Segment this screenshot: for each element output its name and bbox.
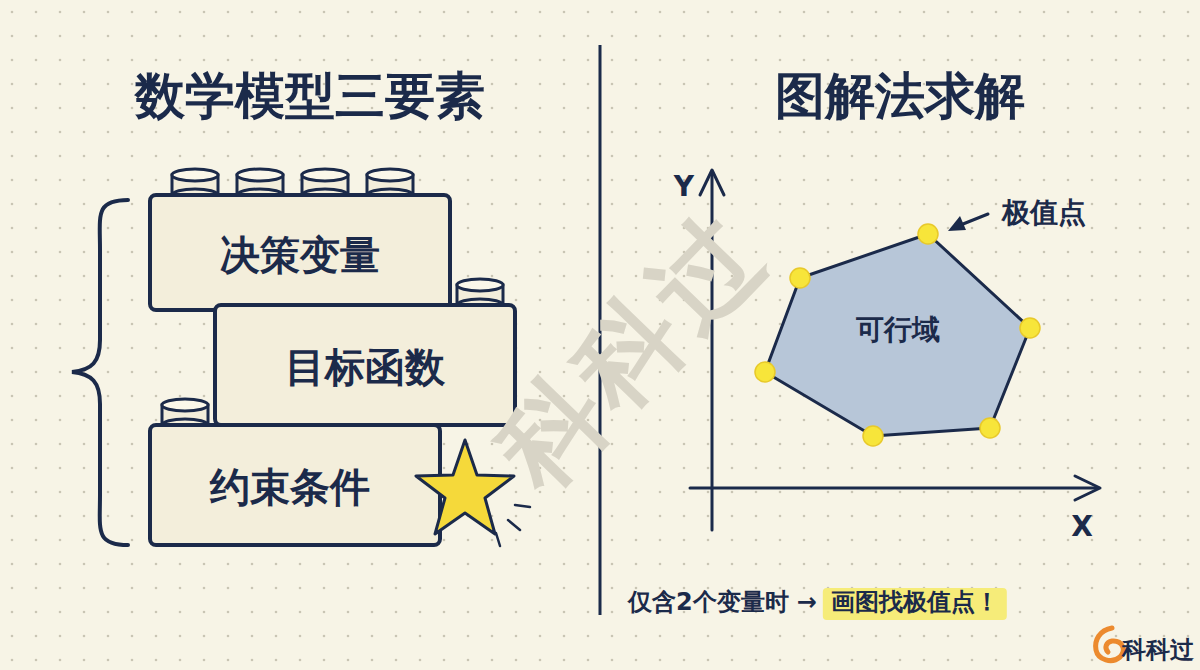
vertex-dot [1020,318,1040,338]
axis-label: X [1071,510,1093,543]
callout-arrow [948,214,988,231]
vertex-dot [863,426,883,446]
lego-brick [150,169,450,310]
region-label: 可行域 [856,311,940,349]
brick-label-box: 目标函数 [275,334,455,401]
title: 数学模型三要素 [135,63,485,130]
conclusion-row: 仅含2个变量时 → 画图找极值点！ [628,586,1005,618]
arrow-text: → [797,588,817,616]
watermark: 科科过 [467,185,797,520]
axes [690,170,1100,530]
vertex-dot [790,268,810,288]
logo-icon [1096,628,1124,661]
brick-label-box: 约束条件 [200,454,380,521]
lego-brick [215,279,515,425]
feasible-region: 可行域 [752,222,1044,450]
callout-label: 极值点 [1002,194,1086,232]
curly-brace [72,200,128,545]
highlight-text: 画图找极值点！ [825,586,1005,618]
axis-label: Y [674,170,694,203]
note-text: 仅含2个变量时 [628,586,789,618]
vertex-dot [918,224,938,244]
brick-label: 约束条件 [210,464,370,510]
brick-label-box: 决策变量 [210,222,390,289]
logo-text: 科科过 [1122,634,1194,666]
brick-label: 目标函数 [285,344,445,390]
vertex-dot [980,418,1000,438]
vertex-dot [755,362,775,382]
section-title: 图解法求解 [775,63,1025,130]
brick-label: 决策变量 [220,232,380,278]
